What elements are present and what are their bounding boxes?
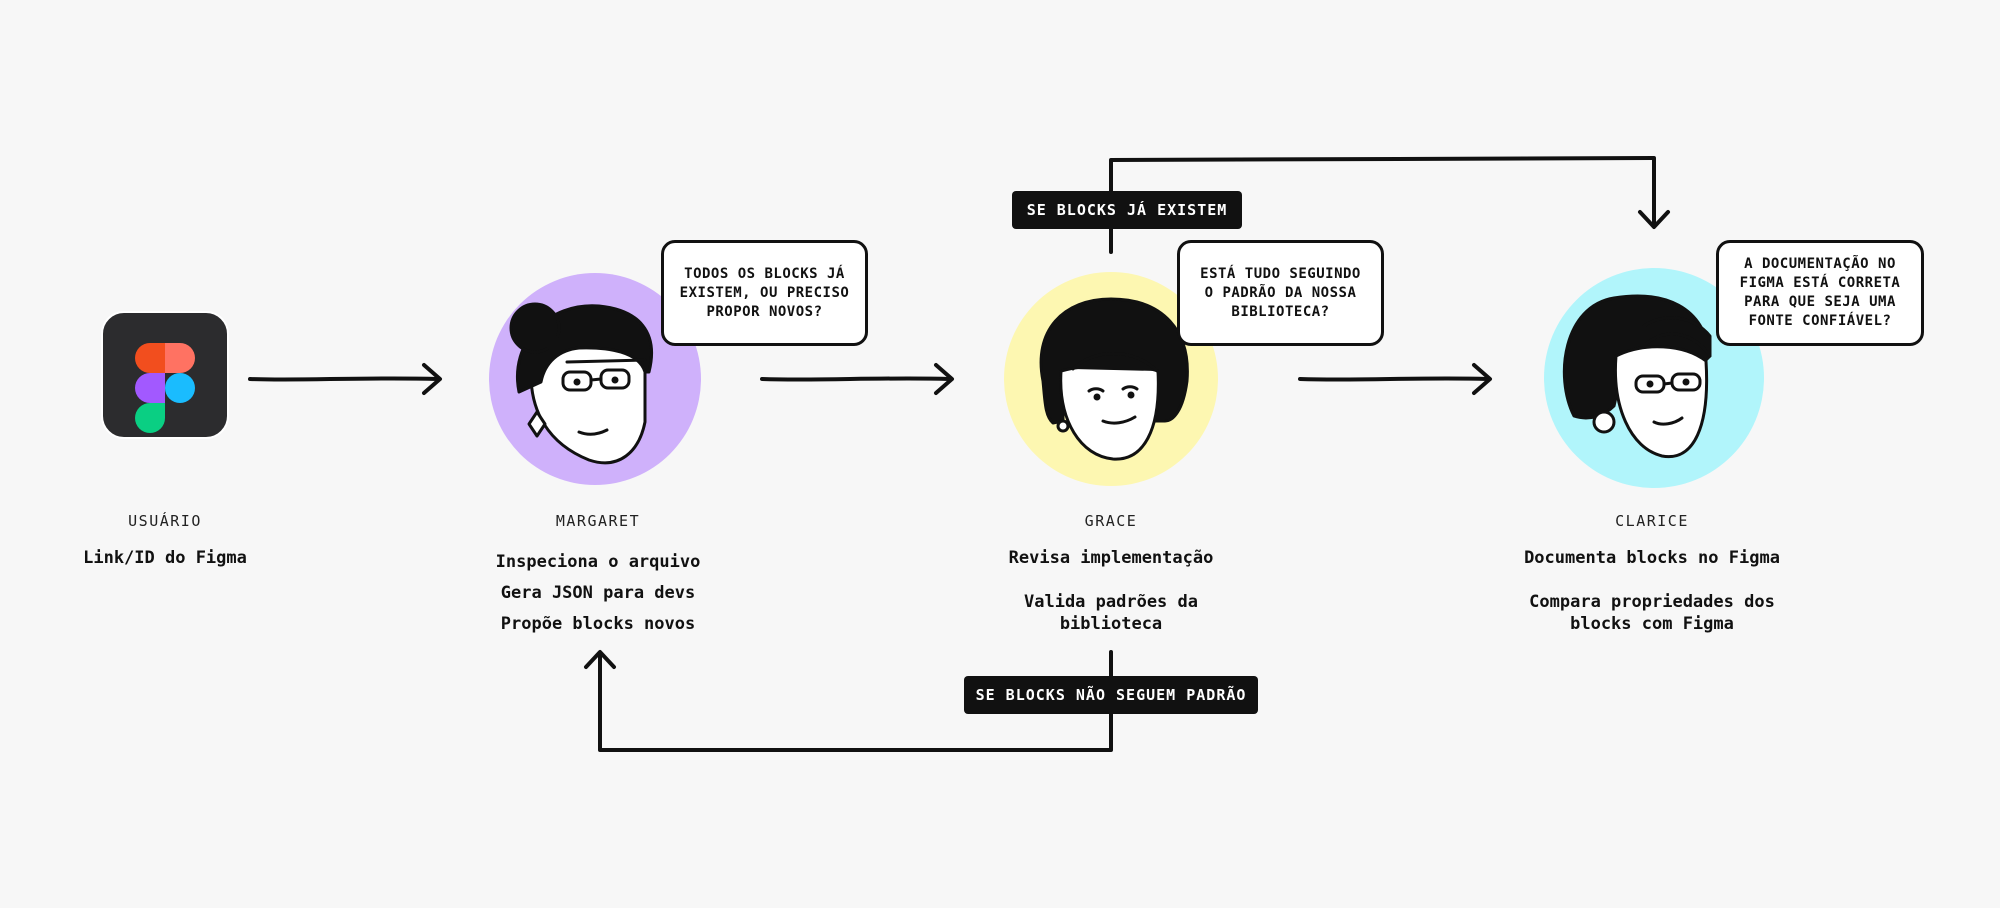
figma-app-tile [101, 311, 229, 439]
condition-tag-not-standard: SE BLOCKS NÃO SEGUEM PADRÃO [964, 676, 1258, 714]
task-list-margaret: Inspeciona o arquivo Gera JSON para devs… [495, 552, 701, 634]
speech-bubble-clarice: A DOCUMENTAÇÃO NO FIGMA ESTÁ CORRETA PAR… [1716, 240, 1924, 346]
speech-bubble-grace: ESTÁ TUDO SEGUINDO O PADRÃO DA NOSSA BIB… [1177, 240, 1384, 346]
grace-avatar [1003, 271, 1223, 491]
speech-bubble-margaret: TODOS OS BLOCKS JÁ EXISTEM, OU PRECISO P… [661, 240, 868, 346]
role-label-grace: GRACE [1084, 512, 1138, 530]
condition-tag-blocks-exist: SE BLOCKS JÁ EXISTEM [1012, 191, 1242, 229]
arrow-grace-to-clarice [1298, 376, 1490, 382]
margaret-avatar [489, 272, 709, 492]
role-label-usuario: USUÁRIO [128, 512, 202, 530]
clarice-avatar [1544, 266, 1769, 491]
role-label-margaret: MARGARET [555, 512, 641, 530]
figma-logo-icon [101, 311, 229, 439]
arrow-margaret-to-grace [760, 376, 952, 382]
role-label-clarice: CLARICE [1615, 512, 1689, 530]
task-list-usuario: Link/ID do Figma [83, 548, 247, 568]
task-list-clarice: Documenta blocks no Figma Compara propri… [1524, 548, 1780, 634]
margaret-avatar-icon [489, 273, 701, 485]
arrow-usuario-to-margaret [248, 376, 440, 382]
clarice-avatar-icon [1544, 268, 1764, 488]
task-list-grace: Revisa implementação Valida padrões da b… [1008, 548, 1214, 634]
grace-avatar-icon [1004, 272, 1218, 486]
